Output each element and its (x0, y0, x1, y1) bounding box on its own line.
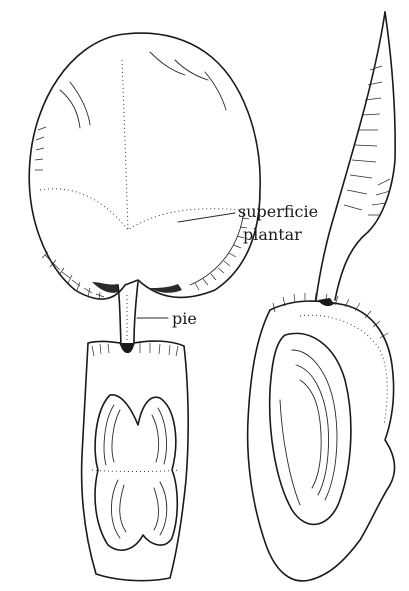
shell-left (82, 341, 189, 581)
label-superficie: superficie (238, 202, 318, 221)
sole-disc (29, 33, 260, 300)
label-pie: pie (172, 309, 197, 328)
shell-right (248, 12, 396, 581)
label-plantar: plantar (243, 225, 302, 244)
sole-leader-line (178, 213, 235, 222)
label-leaders (137, 213, 235, 318)
foot-stalk (118, 282, 138, 345)
